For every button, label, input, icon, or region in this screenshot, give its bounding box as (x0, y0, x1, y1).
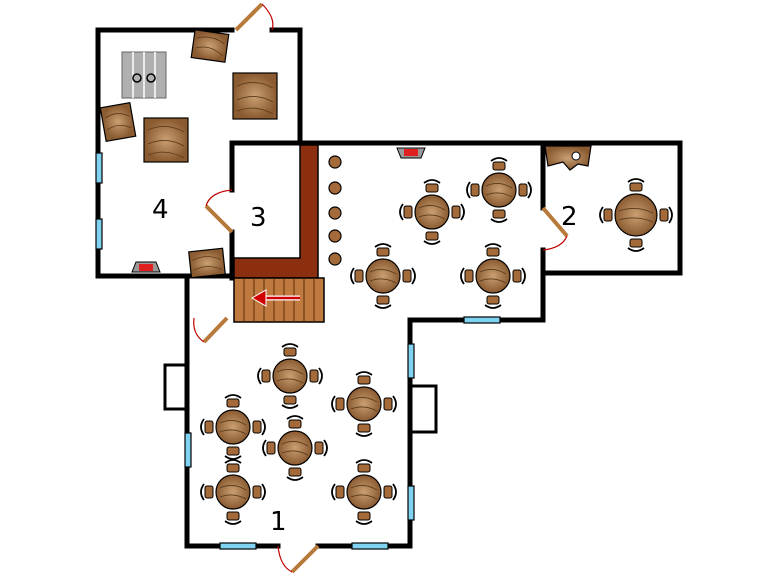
window (95, 218, 103, 250)
round-table-icon (257, 343, 323, 409)
bar-stool-icon (328, 206, 342, 220)
staircase (233, 277, 325, 323)
doors (193, 2, 569, 574)
room-label: 2 (561, 202, 578, 232)
crate-icon (99, 101, 137, 143)
round-table-icon (200, 459, 266, 525)
round-table-icon (599, 178, 673, 252)
round-table-icon (331, 371, 397, 437)
round-table-icon (350, 243, 416, 309)
crate-icon (143, 117, 189, 163)
crate-icon (544, 145, 592, 171)
crate-icon (190, 29, 230, 63)
door (234, 2, 274, 32)
round-table-icon (460, 243, 526, 309)
round-table-icon (466, 157, 532, 223)
door (541, 206, 569, 251)
window (95, 152, 103, 184)
room-label: 3 (250, 203, 267, 233)
fireplace-icon (396, 147, 426, 159)
crate-icon (232, 72, 278, 120)
room-label: 1 (270, 507, 287, 537)
wall-alcoves (163, 363, 438, 434)
crates (99, 29, 278, 279)
tables (200, 157, 673, 525)
round-table-icon (331, 459, 397, 525)
door (277, 544, 320, 574)
window (219, 542, 257, 550)
door (193, 316, 229, 344)
crate-icon (188, 247, 226, 279)
round-table-icon (200, 394, 266, 460)
bar-stools (328, 155, 342, 266)
windows (95, 152, 501, 550)
room-label: 4 (152, 195, 169, 225)
round-table-icon (399, 179, 465, 245)
window (184, 432, 192, 468)
fireplace-icon (131, 261, 161, 273)
bar-stool-icon (328, 229, 342, 243)
window (463, 316, 501, 324)
window (407, 485, 415, 521)
round-table-icon (262, 415, 328, 481)
window (351, 542, 389, 550)
bar-stool-icon (328, 252, 342, 266)
stairs-arrow-icon (250, 289, 300, 307)
window (407, 343, 415, 379)
door (204, 189, 234, 234)
bar-stool-icon (328, 181, 342, 195)
sink-icon (121, 51, 167, 99)
bar-stool-icon (328, 155, 342, 169)
